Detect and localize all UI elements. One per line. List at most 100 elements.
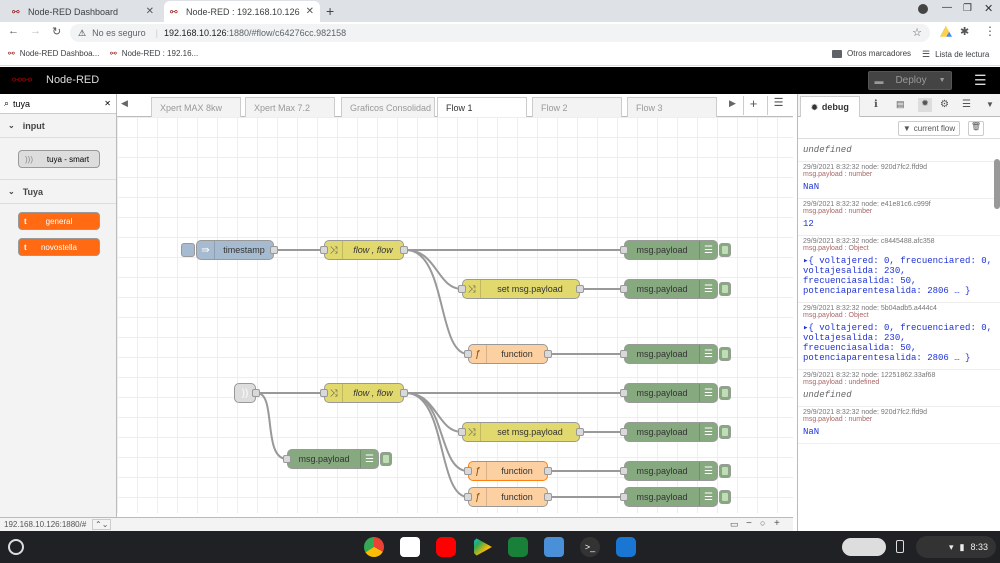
launcher-icon[interactable] <box>8 539 24 555</box>
drive-extension-icon[interactable] <box>940 26 952 37</box>
play-store-icon[interactable] <box>474 537 492 557</box>
output-port[interactable] <box>544 467 552 475</box>
zoom-in-icon[interactable]: + <box>774 518 780 529</box>
tab-search-icon[interactable] <box>918 4 928 14</box>
chevron-down-icon[interactable]: ▼ <box>986 100 994 109</box>
input-port[interactable] <box>464 493 472 501</box>
message-value[interactable]: ▸{ voltajered: 0, frecuenciared: 0, volt… <box>803 323 993 363</box>
input-port[interactable] <box>620 350 628 358</box>
palette-node-general[interactable]: t general <box>18 212 100 230</box>
debug-node[interactable]: msg.payload ☰ <box>620 461 731 481</box>
zoom-reset-icon[interactable]: ○ <box>760 518 766 528</box>
map-icon[interactable]: ▭ <box>730 519 739 529</box>
tab-xpert-max-8kw[interactable]: Xpert MAX 8kw <box>151 97 241 117</box>
input-port[interactable] <box>620 389 628 397</box>
debug-toggle-button[interactable] <box>719 464 731 478</box>
tab-flow-3[interactable]: Flow 3 <box>627 97 717 117</box>
function-node-3[interactable]: ƒ function <box>464 487 552 507</box>
debug-toggle-button[interactable] <box>719 243 731 257</box>
window-close-icon[interactable]: ✕ <box>984 3 994 15</box>
input-port[interactable] <box>458 285 466 293</box>
star-icon[interactable]: ☆ <box>912 27 922 39</box>
inject-node-timestamp[interactable]: ⇛ timestamp <box>181 240 278 260</box>
debug-node[interactable]: msg.payload ☰ <box>620 240 731 260</box>
gear-icon[interactable]: ⚙ <box>940 99 949 110</box>
deploy-button[interactable]: ▬ Deploy ▼ <box>868 71 952 90</box>
close-icon[interactable]: ✕ <box>305 6 314 17</box>
status-tray[interactable]: ▾ ▮ 8:33 <box>916 536 996 558</box>
chrome-icon[interactable] <box>364 537 384 557</box>
change-node-flow-1[interactable]: ⤨ flow , flow <box>320 240 408 260</box>
chevron-down-icon[interactable]: ▼ <box>938 77 946 84</box>
reading-list[interactable]: ☰ Lista de lectura <box>922 49 989 60</box>
debug-toggle-button[interactable] <box>719 347 731 361</box>
palette-category-tuya[interactable]: ⌄ Tuya <box>0 180 116 204</box>
input-port[interactable] <box>620 493 628 501</box>
scroll-left-icon[interactable]: ◀ <box>121 98 128 108</box>
bug-tab-icon[interactable]: ✹ <box>918 98 932 112</box>
other-bookmarks[interactable]: Otros marcadores <box>832 49 911 58</box>
debug-node[interactable]: msg.payload ☰ <box>620 279 731 299</box>
tab-flow-1[interactable]: Flow 1 <box>437 97 527 118</box>
debug-toggle-button[interactable] <box>380 452 392 466</box>
palette-collapse-icon[interactable]: ⌃⌄ <box>92 519 112 530</box>
input-port[interactable] <box>464 467 472 475</box>
input-port[interactable] <box>620 285 628 293</box>
weather-icon[interactable] <box>544 537 564 557</box>
input-port[interactable] <box>283 455 291 463</box>
main-menu-icon[interactable]: ☰ <box>974 72 987 88</box>
change-node-flow-2[interactable]: ⤨ flow , flow <box>320 383 408 403</box>
input-port[interactable] <box>320 246 328 254</box>
inject-button[interactable] <box>181 243 195 257</box>
flow-list-icon[interactable]: ☰ <box>767 96 789 115</box>
clear-search-icon[interactable]: ✕ <box>104 99 111 108</box>
youtube-icon[interactable] <box>436 537 456 557</box>
back-icon[interactable]: ← <box>8 25 19 37</box>
palette-category-input[interactable]: ⌄ input <box>0 114 116 138</box>
forward-icon[interactable]: → <box>30 25 41 37</box>
message-value[interactable]: ▸{ voltajered: 0, frecuenciared: 0, volt… <box>803 256 993 296</box>
palette-search-input[interactable]: tuya <box>13 98 31 109</box>
context-icon[interactable]: ☰ <box>962 99 971 110</box>
filter-button[interactable]: ▼ current flow <box>898 121 960 136</box>
debug-node[interactable]: msg.payload ☰ <box>620 344 731 364</box>
debug-toggle-button[interactable] <box>719 490 731 504</box>
close-icon[interactable]: ✕ <box>145 6 154 17</box>
trash-icon[interactable]: 🗑 <box>968 121 984 136</box>
palette-search[interactable]: ⌕ tuya ✕ <box>0 94 116 114</box>
input-port[interactable] <box>458 428 466 436</box>
input-port[interactable] <box>464 350 472 358</box>
reload-icon[interactable]: ↻ <box>52 26 62 38</box>
omnibox[interactable]: ⚠ No es seguro | 192.168.10.126 :1880/#f… <box>70 24 930 42</box>
minimize-icon[interactable]: — <box>942 2 952 13</box>
new-tab-button[interactable]: + <box>326 3 335 19</box>
function-node-1[interactable]: ƒ function <box>464 344 552 364</box>
output-port[interactable] <box>544 493 552 501</box>
output-port[interactable] <box>252 389 260 397</box>
output-port[interactable] <box>400 246 408 254</box>
bookmark-node-red[interactable]: ⚯ Node-RED : 192.16... <box>110 49 198 58</box>
debug-node[interactable]: msg.payload ☰ <box>283 449 392 469</box>
output-port[interactable] <box>270 246 278 254</box>
bookmark-node-red-dashboard[interactable]: ⚯ Node-RED Dashboa... <box>8 49 99 58</box>
menu-dots-icon[interactable]: ⋮ <box>984 24 996 38</box>
tab-flow-2[interactable]: Flow 2 <box>532 97 622 117</box>
gmail-icon[interactable] <box>400 537 420 557</box>
change-node-set-payload-2[interactable]: ⤨ set msg.payload <box>458 422 584 442</box>
info-icon[interactable]: ℹ <box>874 99 878 110</box>
input-port[interactable] <box>620 428 628 436</box>
input-port[interactable] <box>620 246 628 254</box>
tab-debug[interactable]: ✹ debug <box>800 96 860 117</box>
browser-tab-node-red[interactable]: ⚯ Node-RED : 192.168.10.126 ✕ <box>164 1 320 22</box>
change-node-set-payload-1[interactable]: ⤨ set msg.payload <box>458 279 584 299</box>
output-port[interactable] <box>400 389 408 397</box>
output-port[interactable] <box>544 350 552 358</box>
palette-node-novostella[interactable]: t novostella <box>18 238 100 256</box>
debug-node[interactable]: msg.payload ☰ <box>620 487 731 507</box>
zoom-out-icon[interactable]: − <box>746 518 752 529</box>
scroll-right-icon[interactable]: ▶ <box>729 98 736 108</box>
book-icon[interactable]: ▤ <box>896 99 905 109</box>
tote-icon[interactable] <box>842 538 886 556</box>
debug-toggle-button[interactable] <box>719 425 731 439</box>
input-port[interactable] <box>620 467 628 475</box>
